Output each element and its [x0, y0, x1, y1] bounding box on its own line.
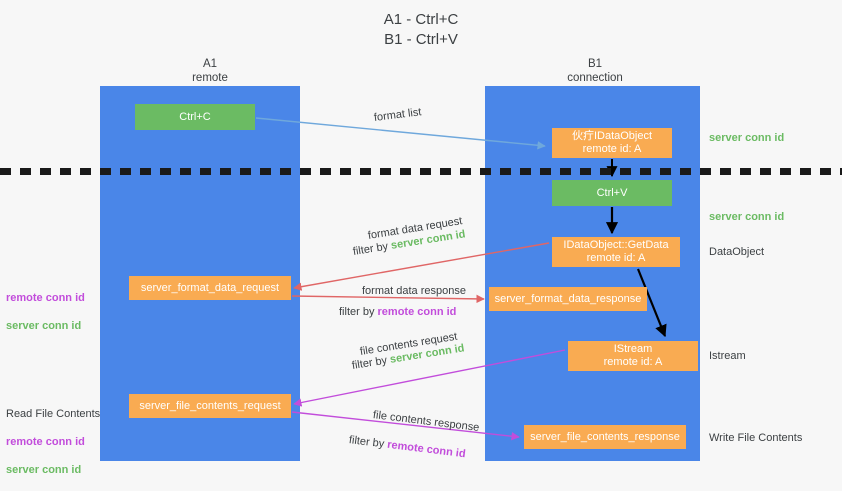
column-header-b1: B1 connection [567, 58, 623, 84]
node-server-format-data-response[interactable]: server_format_data_response [489, 287, 647, 311]
node-server-file-contents-response[interactable]: server_file_contents_response [524, 425, 686, 449]
annotation-write-file-contents: Write File Contents [709, 432, 803, 444]
column-header-a1: A1 remote [192, 58, 228, 84]
annotation-format-conn-ids: remote conn id server conn id [6, 277, 85, 347]
server-conn-id-label: server conn id [6, 320, 82, 332]
edge-label-format-data-response-text: format data response [362, 285, 466, 297]
node-server-format-data-request[interactable]: server_format_data_request [129, 276, 291, 300]
filter-by-label: filter by [339, 306, 375, 318]
node-idataobject-getdata[interactable]: IDataObject::GetData remote id: A [552, 237, 680, 267]
node-istream[interactable]: IStream remote id: A [568, 341, 698, 371]
edge-filter-format-data-response: filter by remote conn id [339, 305, 456, 319]
node-ctrl-v[interactable]: Ctrl+V [552, 180, 672, 206]
remote-conn-id-label: remote conn id [377, 306, 457, 318]
annotation-dataobject: DataObject [709, 246, 765, 258]
remote-conn-id-label: remote conn id [6, 292, 85, 304]
phase-divider [0, 168, 842, 175]
annotation-server-conn-id-top: server conn id [709, 132, 785, 144]
annotation-read-file-contents: Read File Contents remote conn id server… [6, 393, 100, 491]
node-server-file-contents-request[interactable]: server_file_contents_request [129, 394, 291, 418]
node-idataobject[interactable]: 伙疔IDataObject remote id: A [552, 128, 672, 158]
edge-label-format-data-response: format data response [362, 284, 466, 298]
annotation-istream: Istream [709, 350, 746, 362]
read-file-contents-label: Read File Contents [6, 408, 101, 420]
server-conn-id-label: server conn id [6, 464, 82, 476]
node-ctrl-c[interactable]: Ctrl+C [135, 104, 255, 130]
page-title: A1 - Ctrl+C B1 - Ctrl+V [383, 11, 459, 48]
remote-conn-id-label: remote conn id [6, 436, 85, 448]
annotation-server-conn-id-mid: server conn id [709, 211, 785, 223]
